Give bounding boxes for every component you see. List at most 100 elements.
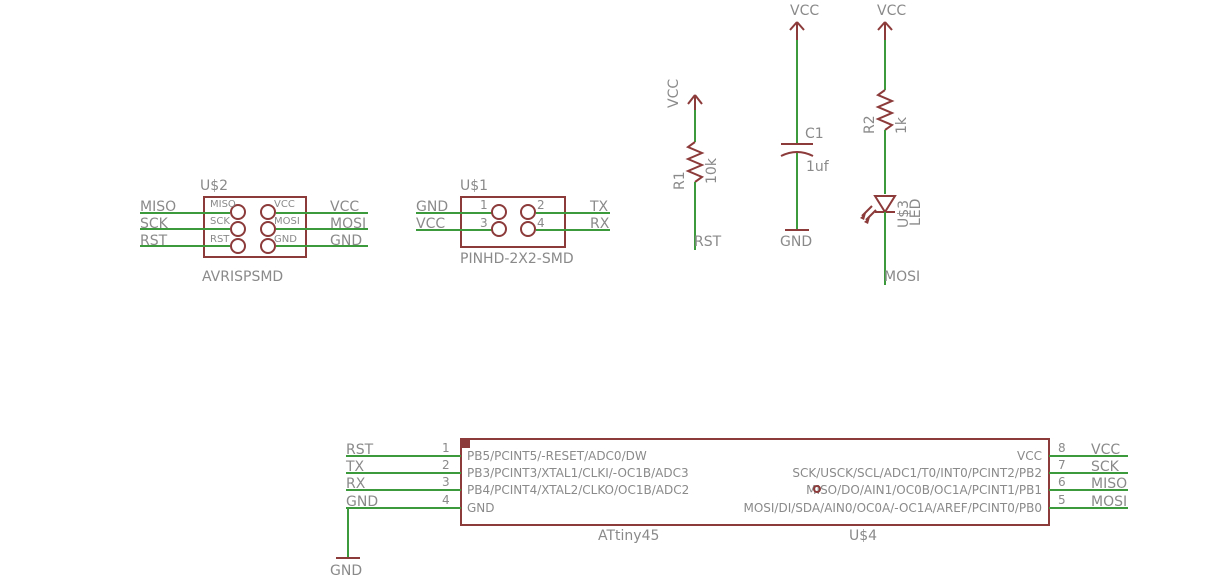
net-label: VCC <box>790 3 819 19</box>
u2-pad-1 <box>230 204 246 220</box>
u1-pad-2 <box>520 204 536 220</box>
resistor-r2[interactable]: VCC R2 1k <box>862 3 910 194</box>
led-name: U$3 <box>896 200 912 228</box>
net-label: MISO <box>140 199 176 215</box>
u4-value: ATtiny45 <box>598 528 659 544</box>
u4-pin-name: GND <box>467 501 495 515</box>
r1-name: R1 <box>672 171 688 190</box>
u1-value: PINHD-2X2-SMD <box>460 251 574 267</box>
led-ray-arrow-icon <box>860 213 866 220</box>
net-label: RST <box>140 233 168 249</box>
u2-pad-4 <box>260 221 276 237</box>
vcc-arrow-icon <box>884 21 893 31</box>
r1-value: 10k <box>704 157 720 184</box>
u4-name: U$4 <box>849 528 877 544</box>
u4-pin-number: 3 <box>442 475 450 489</box>
net-label: TX <box>345 459 365 475</box>
u2-inner-label: MISO <box>210 199 236 210</box>
net-label: RST <box>346 442 374 458</box>
u2-inner-label: GND <box>274 234 297 245</box>
net-label: RX <box>590 216 610 232</box>
u1-pad-1 <box>491 204 507 220</box>
u4-pin-number: 2 <box>442 458 450 472</box>
net-label: GND <box>330 233 362 249</box>
vcc-arrow-icon <box>877 21 886 31</box>
net-label: VCC <box>416 216 445 232</box>
attiny45-u4[interactable]: GND RST TX RX GND 1 2 3 4 PB5/PCINT5/-RE… <box>330 438 1128 579</box>
led-ray-icon <box>861 205 873 217</box>
u2-value: AVRISPSMD <box>202 269 283 285</box>
net-label: MOSI <box>330 216 366 232</box>
u4-pin-name: PB3/PCINT3/XTAL1/CLKI/-OC1B/ADC3 <box>467 466 689 480</box>
u2-inner-label: VCC <box>274 199 295 210</box>
u1-pin-number: 4 <box>537 216 545 230</box>
led-u3[interactable]: U$3 LED MOSI <box>860 195 924 285</box>
u1-name: U$1 <box>460 178 488 194</box>
net-label: MOSI <box>1091 494 1127 510</box>
net-label: RST <box>694 234 722 250</box>
avrisp-header-u2[interactable]: U$2 MISO VCC SCK MOSI RST GND MISO SCK R… <box>140 178 368 285</box>
pin-header-u1[interactable]: U$1 1 2 3 4 GND VCC TX RX PINHD-2X2-SMD <box>416 178 610 267</box>
u1-pad-3 <box>491 221 507 237</box>
net-label: GND <box>330 563 362 579</box>
u2-pad-6 <box>260 238 276 254</box>
c1-value: 1uf <box>806 159 830 175</box>
u2-pad-3 <box>230 221 246 237</box>
origin-crosshair-icon <box>813 485 821 493</box>
u2-body <box>203 196 307 258</box>
u4-pin-name: MISO/DO/AIN1/OC0B/OC1A/PCINT1/PB1 <box>806 483 1042 497</box>
u2-name: U$2 <box>200 178 228 194</box>
net-label: VCC <box>330 199 359 215</box>
u4-body <box>460 438 1050 526</box>
capacitor-c1[interactable]: VCC C1 1uf GND <box>780 3 830 250</box>
u4-pin-name: SCK/USCK/SCL/ADC1/T0/INT0/PCINT2/PB2 <box>792 466 1042 480</box>
led-value: LED <box>908 199 924 226</box>
r2-name: R2 <box>862 115 878 134</box>
net-label: SCK <box>140 216 169 232</box>
u1-pin-number: 2 <box>537 198 545 212</box>
u4-pin-name: PB5/PCINT5/-RESET/ADC0/DW <box>467 449 647 463</box>
net-label: VCC <box>877 3 906 19</box>
net-label: TX <box>589 199 609 215</box>
r1-zigzag <box>685 141 705 183</box>
u1-body <box>460 196 566 248</box>
vcc-arrow-icon <box>694 94 703 105</box>
u4-pin-number: 6 <box>1058 475 1066 489</box>
net-label: SCK <box>1091 459 1120 475</box>
u4-pin-name: PB4/PCINT4/XTAL2/CLKO/OC1B/ADC2 <box>467 483 689 497</box>
u2-inner-label: MOSI <box>274 216 300 227</box>
vcc-arrow-icon <box>796 21 805 31</box>
u2-pad-5 <box>230 238 246 254</box>
net-label: GND <box>780 234 812 250</box>
r2-zigzag <box>875 89 895 131</box>
net-label: MISO <box>1091 476 1127 492</box>
c1-plate-bottom <box>780 151 814 157</box>
net-label: VCC <box>666 79 682 108</box>
c1-name: C1 <box>805 126 824 142</box>
u1-pad-4 <box>520 221 536 237</box>
vcc-arrow-icon <box>789 21 798 31</box>
u2-pad-2 <box>260 204 276 220</box>
net-label: GND <box>416 199 448 215</box>
u4-pin-number: 5 <box>1058 493 1066 507</box>
led-triangle-icon <box>873 195 897 214</box>
u4-pin1-marker <box>462 440 470 448</box>
resistor-r1[interactable]: VCC R1 10k RST <box>666 79 722 250</box>
vcc-arrow-icon <box>687 94 696 105</box>
u4-pin-number: 4 <box>442 493 450 507</box>
net-label: VCC <box>1091 442 1120 458</box>
u1-pin-number: 3 <box>480 216 488 230</box>
net-label: RX <box>346 476 366 492</box>
led-ray-icon <box>865 209 877 221</box>
r2-value: 1k <box>894 116 910 134</box>
u4-pin-number: 1 <box>442 441 450 455</box>
net-label: GND <box>346 494 378 510</box>
u1-pin-number: 1 <box>480 198 488 212</box>
led-ray-arrow-icon <box>864 217 870 224</box>
u2-inner-label: RST <box>210 234 230 245</box>
net-label: MOSI <box>884 269 920 285</box>
u4-pin-name: MOSI/DI/SDA/AIN0/OC0A/-OC1A/AREF/PCINT0/… <box>743 501 1042 515</box>
u4-pin-number: 7 <box>1058 458 1066 472</box>
u2-inner-label: SCK <box>210 216 230 227</box>
